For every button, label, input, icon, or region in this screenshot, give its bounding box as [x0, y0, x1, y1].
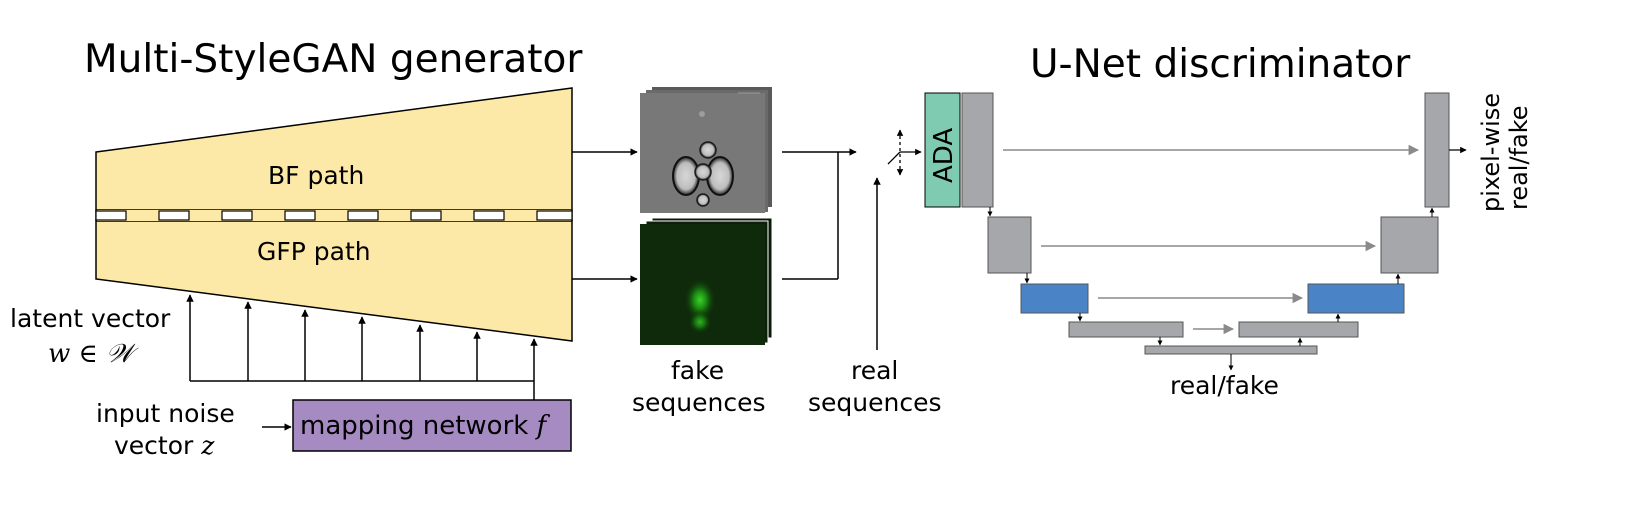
mapping-network-box: [292, 399, 572, 452]
real-sequences-line1: real: [851, 356, 898, 385]
decoder-blocks: [1238, 92, 1450, 338]
bf-fake-sequence: [640, 87, 772, 213]
bottleneck-output-label: real/fake: [1170, 371, 1279, 400]
pixelwise-label-line1: pixel-wise: [1477, 93, 1505, 212]
path-separator-dashes: [95, 210, 573, 221]
gfp-fake-sequence: [640, 217, 773, 345]
real-sequences-line2: sequences: [808, 388, 942, 417]
unet-flow-arrows: [987, 207, 1435, 346]
generator-trapezoid: [95, 87, 573, 342]
style-input-arrows: [186, 294, 538, 400]
switch-icon: [887, 129, 922, 176]
noise-label-line1: input noise: [96, 399, 235, 428]
fake-sequences-line2: sequences: [632, 388, 766, 417]
discriminator-title: U-Net discriminator: [1030, 42, 1411, 87]
ada-label: ADA: [929, 128, 959, 183]
generator-title: Multi-StyleGAN generator: [84, 37, 583, 82]
encoder-blocks: [961, 92, 1318, 355]
mapping-network-label: mapping network f: [300, 411, 551, 441]
bf-path-label: BF path: [268, 161, 364, 190]
pixelwise-label-line2: real/fake: [1505, 105, 1533, 210]
fake-sequences-line1: fake: [671, 356, 724, 385]
skip-connections: [1003, 144, 1420, 335]
noise-label-line2: vector z: [114, 431, 215, 460]
ada-block: [924, 92, 961, 208]
latent-vector-math: w ∈ 𝒲: [48, 339, 139, 369]
gfp-path-label: GFP path: [257, 237, 371, 266]
latent-vector-label: latent vector: [10, 304, 171, 333]
merge-arrows: [782, 148, 857, 280]
